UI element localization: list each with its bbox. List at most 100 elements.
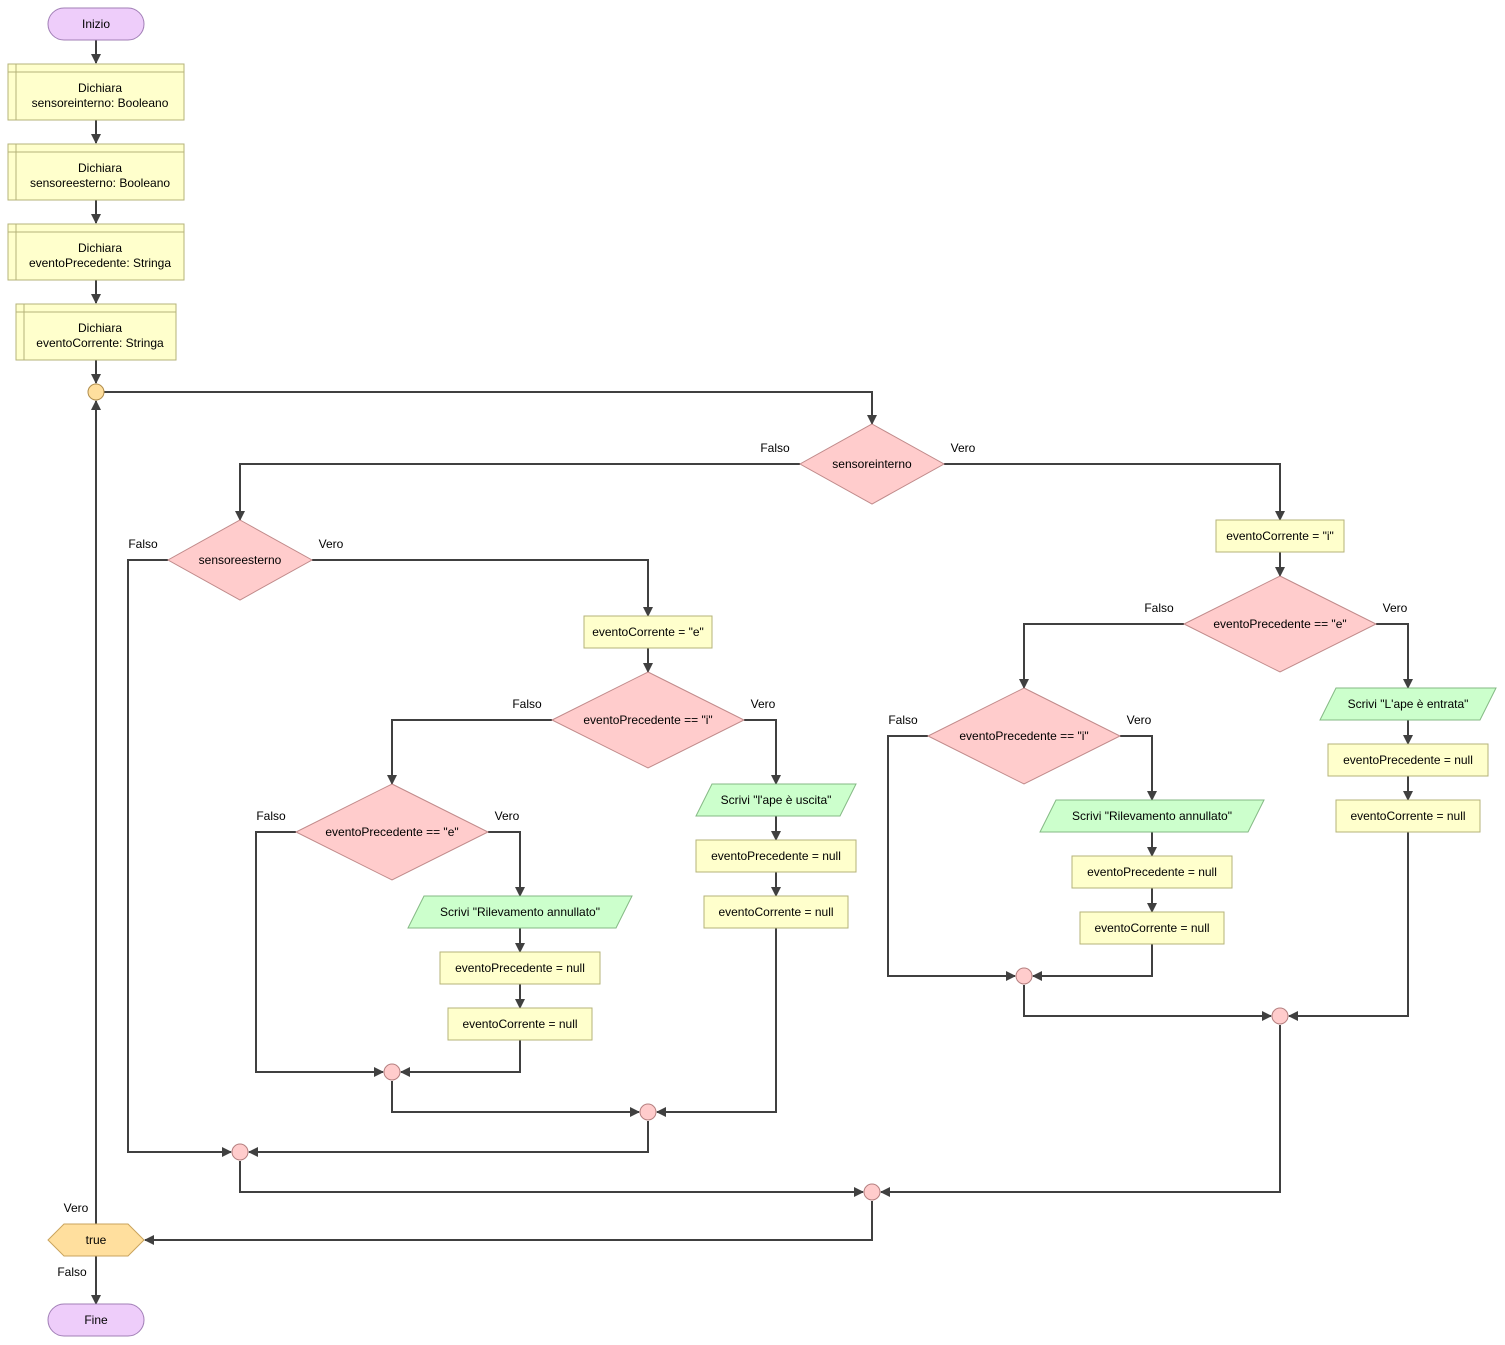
declare-text: sensoreesterno: Booleano [30, 176, 170, 190]
label-falso: Falso [512, 697, 542, 711]
label-falso: Falso [888, 713, 918, 727]
assign-text: eventoCorrente = null [462, 1017, 577, 1031]
edge-loop-to-cond-interno [104, 391, 877, 425]
output-rilevamento-annullato[interactable]: Scrivi "Rilevamento annullato" [1039, 799, 1265, 833]
assign-precedente-null[interactable]: eventoPrecedente = null [1071, 855, 1233, 889]
assign-corrente-null[interactable]: eventoCorrente = null [1079, 911, 1225, 945]
label-falso: Falso [1144, 601, 1174, 615]
edge-join3-to-join-main [239, 1161, 864, 1197]
assign-evento-corrente-i[interactable]: eventoCorrente = "i" [1215, 519, 1345, 553]
edge-prec-i-true [744, 719, 781, 785]
label-falso: Falso [57, 1265, 87, 1279]
edge-interno-true [944, 463, 1285, 521]
label-vero: Vero [64, 1201, 89, 1215]
end-terminal[interactable]: Fine [47, 1303, 145, 1337]
edge-uscita-to-join [656, 928, 777, 1117]
edge-prec-e2-true [1376, 623, 1413, 689]
label-vero: Vero [751, 697, 776, 711]
decision-text: eventoPrecedente == "e" [325, 825, 458, 839]
assign-precedente-null[interactable]: eventoPrecedente = null [1327, 743, 1489, 777]
output-text: Scrivi "L'ape è entrata" [1348, 697, 1469, 711]
loop-condition-text: true [86, 1233, 107, 1247]
join-point[interactable] [1271, 1007, 1289, 1025]
edge-esterno-false [127, 559, 232, 1157]
edge-entrata-to-join [1288, 832, 1409, 1021]
join-point-main[interactable] [863, 1183, 881, 1201]
end-label: Fine [84, 1313, 108, 1327]
edge-prec-e2-false [1019, 623, 1184, 689]
assign-text: eventoPrecedente = null [455, 961, 585, 975]
assign-text: eventoCorrente = null [718, 905, 833, 919]
label-falso: Falso [128, 537, 158, 551]
declare-sensoreesterno[interactable]: Dichiara sensoreesterno: Booleano [7, 143, 185, 201]
declare-eventoprecedente[interactable]: Dichiara eventoPrecedente: Stringa [7, 223, 185, 281]
output-text: Scrivi "Rilevamento annullato" [440, 905, 600, 919]
assign-text: eventoPrecedente = null [711, 849, 841, 863]
label-vero: Vero [1383, 601, 1408, 615]
declare-keyword: Dichiara [78, 81, 122, 95]
join-point[interactable] [383, 1063, 401, 1081]
declare-text: eventoCorrente: Stringa [36, 336, 164, 350]
output-rilevamento-annullato[interactable]: Scrivi "Rilevamento annullato" [407, 895, 633, 929]
assign-corrente-null[interactable]: eventoCorrente = null [1335, 799, 1481, 833]
assign-text: eventoCorrente = "e" [592, 625, 704, 639]
start-terminal[interactable]: Inizio [47, 7, 145, 41]
decision-precedente-e[interactable]: eventoPrecedente == "e" [1182, 575, 1378, 673]
decision-text: eventoPrecedente == "e" [1213, 617, 1346, 631]
declare-keyword: Dichiara [78, 241, 122, 255]
output-ape-uscita[interactable]: Scrivi "l'ape è uscita" [695, 783, 857, 817]
declare-eventocorrente[interactable]: Dichiara eventoCorrente: Stringa [15, 303, 177, 361]
assign-text: eventoCorrente = null [1350, 809, 1465, 823]
edge-annull2-to-join [1032, 944, 1153, 981]
decision-text: sensoreinterno [832, 457, 912, 471]
edge-interno-false [235, 463, 800, 521]
decision-precedente-i[interactable]: eventoPrecedente == "i" [926, 687, 1122, 785]
declare-text: sensoreinterno: Booleano [32, 96, 169, 110]
edges [91, 40, 1413, 1305]
start-label: Inizio [82, 17, 110, 31]
decision-precedente-e[interactable]: eventoPrecedente == "e" [294, 783, 490, 881]
label-falso: Falso [760, 441, 790, 455]
loop-join-point[interactable] [87, 383, 105, 401]
assign-precedente-null[interactable]: eventoPrecedente = null [695, 839, 857, 873]
decision-text: sensoreesterno [199, 553, 282, 567]
edge-join-main-to-loop [144, 1201, 873, 1245]
edge-join2-to-join3 [248, 1121, 649, 1157]
edge-join5-to-join-main [880, 1025, 1281, 1197]
loop-condition[interactable]: true [47, 1223, 145, 1257]
output-ape-entrata[interactable]: Scrivi "L'ape è entrata" [1319, 687, 1497, 721]
join-point[interactable] [1015, 967, 1033, 985]
label-vero: Vero [319, 537, 344, 551]
label-vero: Vero [951, 441, 976, 455]
edge-prec-i2-true [1120, 735, 1157, 801]
decision-precedente-i[interactable]: eventoPrecedente == "i" [550, 671, 746, 769]
output-text: Scrivi "Rilevamento annullato" [1072, 809, 1232, 823]
label-vero: Vero [1127, 713, 1152, 727]
decision-text: eventoPrecedente == "i" [959, 729, 1088, 743]
label-vero: Vero [495, 809, 520, 823]
decision-sensoreesterno[interactable]: sensoreesterno [166, 519, 314, 601]
assign-corrente-null[interactable]: eventoCorrente = null [703, 895, 849, 929]
assign-text: eventoCorrente = "i" [1226, 529, 1334, 543]
edge-prec-i2-false [887, 735, 1016, 981]
edge-prec-e-false [255, 831, 384, 1077]
output-text: Scrivi "l'ape è uscita" [721, 793, 832, 807]
assign-corrente-null[interactable]: eventoCorrente = null [447, 1007, 593, 1041]
assign-text: eventoPrecedente = null [1343, 753, 1473, 767]
assign-precedente-null[interactable]: eventoPrecedente = null [439, 951, 601, 985]
declare-sensoreinterno[interactable]: Dichiara sensoreinterno: Booleano [7, 63, 185, 121]
declare-text: eventoPrecedente: Stringa [29, 256, 171, 270]
assign-text: eventoPrecedente = null [1087, 865, 1217, 879]
decision-sensoreinterno[interactable]: sensoreinterno [798, 423, 946, 505]
edge-annull1-to-join [400, 1040, 521, 1077]
edge-prec-i-false [387, 719, 552, 785]
edge-esterno-true [312, 559, 653, 617]
declare-keyword: Dichiara [78, 161, 122, 175]
join-point[interactable] [231, 1143, 249, 1161]
assign-text: eventoCorrente = null [1094, 921, 1209, 935]
join-point[interactable] [639, 1103, 657, 1121]
edge-join1-to-join2 [391, 1081, 640, 1117]
assign-evento-corrente-e[interactable]: eventoCorrente = "e" [583, 615, 713, 649]
decision-text: eventoPrecedente == "i" [583, 713, 712, 727]
